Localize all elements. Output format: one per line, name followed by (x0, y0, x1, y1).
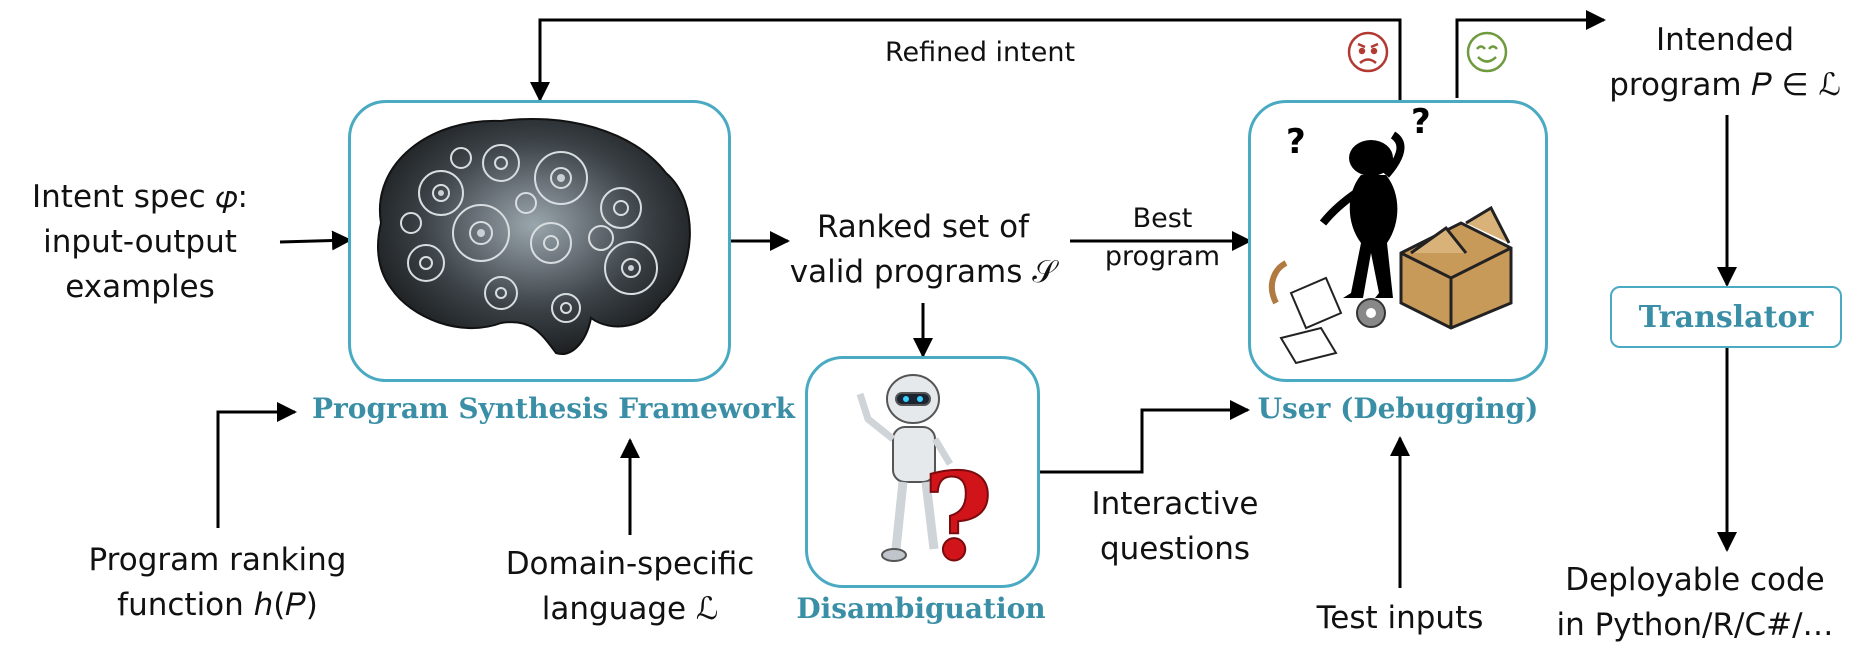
arrow-intent-to-framework (279, 230, 352, 251)
sad-face-icon (1347, 31, 1389, 73)
translator-box: Translator (1610, 286, 1842, 348)
arrow-user-to-intended (1455, 10, 1606, 98)
svg-text:?: ? (1286, 122, 1306, 162)
confused-user-icon: ? ? (1268, 102, 1513, 365)
arrows (216, 10, 1737, 588)
disambiguation-title: Disambiguation (796, 592, 1046, 625)
framework-box (348, 100, 731, 382)
user-box: ? ? (1248, 100, 1548, 382)
happy-face-icon (1466, 31, 1508, 73)
svg-text:?: ? (1411, 103, 1431, 142)
user-title: User (Debugging) (1257, 392, 1539, 425)
framework-title: Program Synthesis Framework (312, 392, 795, 425)
disambiguation-box: ? (805, 356, 1040, 589)
robot-question-icon: ? (856, 374, 994, 589)
arrow-disambiguation-to-user (1040, 400, 1250, 474)
svg-text:?: ? (923, 447, 993, 585)
translator-title: Translator (1638, 299, 1814, 335)
arrow-refined-intent (530, 18, 1402, 102)
test-inputs-label: Test inputs (1316, 600, 1484, 636)
arrow-ranking-to-framework (216, 402, 297, 528)
refined-intent-label: Refined intent (884, 37, 1076, 68)
brain-gears-icon (377, 118, 691, 355)
